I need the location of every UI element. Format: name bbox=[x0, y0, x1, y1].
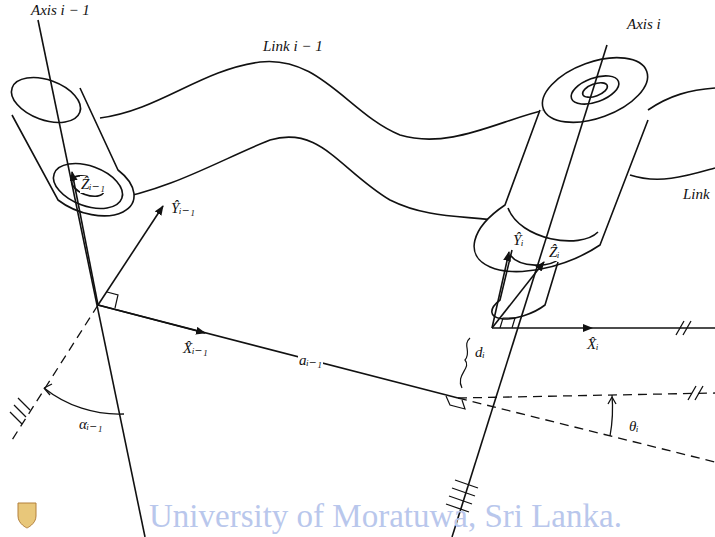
frame-axis-label: X̂ᵢ bbox=[586, 336, 600, 353]
frame-axis-label: Ŷᵢ bbox=[512, 232, 525, 249]
link-label: Link i − 1 bbox=[262, 38, 324, 55]
joint-offset-label: dᵢ bbox=[474, 344, 486, 361]
frame-axis-label: X̂ᵢ₋₁ bbox=[182, 340, 209, 357]
frame-axis-label: Ẑᵢ₋₁ bbox=[80, 176, 106, 193]
frame-axis-label: Ŷᵢ₋₁ bbox=[170, 200, 196, 217]
axis-label: Axis i bbox=[626, 16, 662, 33]
link-label: Link bbox=[682, 186, 711, 203]
joint-angle-label: θᵢ bbox=[628, 418, 640, 435]
twist-angle-label: αᵢ₋₁ bbox=[78, 416, 103, 433]
link-length-label: aᵢ₋₁ bbox=[298, 352, 323, 369]
frame-axis-label: Ẑᵢ bbox=[548, 244, 561, 261]
axis-label: Axis i − 1 bbox=[30, 2, 91, 19]
watermark: University of Moratuwa, Sri Lanka. bbox=[148, 498, 623, 534]
